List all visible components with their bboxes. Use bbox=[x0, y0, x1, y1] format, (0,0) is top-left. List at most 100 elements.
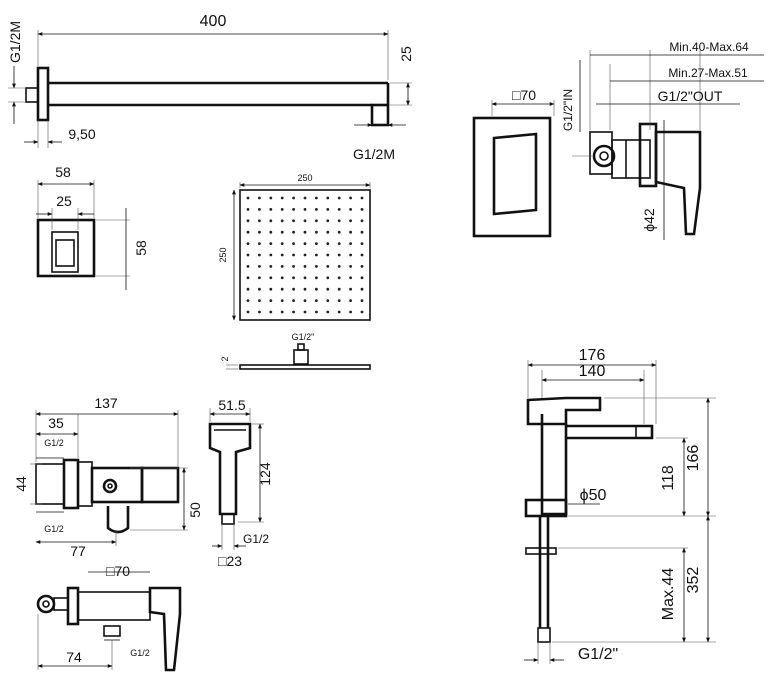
nozzle-dot bbox=[258, 299, 261, 302]
nozzle-dot bbox=[349, 253, 352, 257]
nozzle-dot bbox=[337, 265, 341, 268]
valve-diameter-label: ϕ42 bbox=[641, 208, 657, 232]
nozzle-dot bbox=[246, 287, 250, 291]
valve-thread-in-label: G1/2"IN bbox=[561, 89, 575, 131]
nozzle-dot bbox=[269, 196, 273, 200]
nozzle-dot bbox=[246, 299, 250, 302]
nozzle-dot bbox=[349, 230, 352, 234]
nozzle-dot bbox=[326, 310, 330, 314]
elbow-height-label: 44 bbox=[13, 476, 29, 492]
nozzle-dot bbox=[315, 299, 318, 302]
nozzle-dot bbox=[360, 265, 364, 268]
nozzle-dot bbox=[258, 219, 261, 223]
flange-height-label: 58 bbox=[133, 240, 149, 256]
nozzle-dot bbox=[337, 310, 341, 314]
nozzle-dot bbox=[280, 242, 284, 246]
nozzle-dot bbox=[246, 310, 250, 314]
nozzle-dot bbox=[280, 287, 284, 291]
nozzle-dot bbox=[315, 219, 318, 223]
basin-spout-height-label: 118 bbox=[660, 465, 677, 491]
nozzle-dot bbox=[292, 310, 295, 314]
basin-thread-label: G1/2" bbox=[578, 646, 618, 663]
nozzle-dot bbox=[280, 265, 284, 268]
hand-spray-drawing: 51.5 124 G1/2 □23 bbox=[208, 397, 273, 569]
nozzle-dot bbox=[326, 265, 330, 268]
flange-inner-label: 25 bbox=[56, 193, 72, 209]
nozzle-dot bbox=[303, 265, 307, 268]
nozzle-dot bbox=[292, 230, 295, 234]
nozzle-dot bbox=[349, 287, 352, 291]
nozzle-dot bbox=[360, 219, 364, 223]
nozzle-dot bbox=[315, 276, 318, 280]
nozzle-dot bbox=[303, 310, 307, 314]
arm-length-label: 400 bbox=[200, 13, 227, 30]
nozzle-dot bbox=[258, 242, 261, 246]
nozzle-dot bbox=[315, 208, 318, 211]
arm-offset-label: 9,50 bbox=[68, 126, 95, 142]
valve-thread-out-label: G1/2"OUT bbox=[658, 88, 723, 104]
mixer-thread-label: G1/2 bbox=[130, 648, 150, 658]
shower-mixer-drawing: □70 74 G1/2 bbox=[36, 563, 182, 672]
nozzle-dot bbox=[315, 265, 318, 268]
nozzle-dot bbox=[292, 208, 295, 211]
basin-total-height-label: 166 bbox=[685, 445, 702, 472]
nozzle-dot bbox=[326, 219, 330, 223]
nozzle-dot bbox=[246, 219, 250, 223]
nozzle-dot bbox=[258, 208, 261, 211]
nozzle-dot bbox=[337, 196, 341, 200]
nozzle-dot bbox=[292, 253, 295, 257]
nozzle-dot bbox=[269, 219, 273, 223]
valve-range2-label: Min.27-Max.51 bbox=[668, 66, 748, 80]
nozzle-dot bbox=[303, 299, 307, 302]
nozzle-dot bbox=[303, 208, 307, 211]
nozzle-dot bbox=[337, 208, 341, 211]
nozzle-dot bbox=[269, 299, 273, 302]
nozzle-dot bbox=[349, 310, 352, 314]
nozzle-dot bbox=[315, 242, 318, 246]
valve-square-label: □70 bbox=[512, 87, 536, 103]
nozzle-dot bbox=[258, 276, 261, 280]
elbow-length-label: 137 bbox=[94, 395, 118, 411]
elbow-b-label: 77 bbox=[70, 543, 86, 559]
nozzle-dot bbox=[360, 230, 364, 234]
nozzle-dot bbox=[292, 242, 295, 246]
spray-width-label: 51.5 bbox=[218, 397, 245, 413]
nozzle-dot bbox=[303, 242, 307, 246]
nozzle-dot bbox=[349, 265, 352, 268]
nozzle-dot bbox=[280, 299, 284, 302]
nozzle-dot bbox=[315, 253, 318, 257]
nozzle-dot bbox=[303, 196, 307, 200]
nozzle-dot bbox=[360, 242, 364, 246]
nozzle-dot bbox=[246, 242, 250, 246]
nozzle-dot bbox=[337, 230, 341, 234]
nozzle-dot bbox=[269, 276, 273, 280]
nozzle-dot bbox=[280, 230, 284, 234]
nozzle-dot bbox=[303, 219, 307, 223]
elbow-holder-label: 50 bbox=[187, 502, 203, 518]
nozzle-dot bbox=[360, 299, 364, 302]
nozzle-dot bbox=[349, 208, 352, 211]
elbow-thread2-label: G1/2 bbox=[44, 524, 64, 534]
nozzle-dot bbox=[360, 310, 364, 314]
nozzle-dot bbox=[349, 299, 352, 302]
nozzle-dot bbox=[360, 276, 364, 280]
arm-height-label: 25 bbox=[398, 46, 414, 62]
nozzle-dot bbox=[326, 287, 330, 291]
elbow-a-label: 35 bbox=[48, 415, 64, 431]
spray-length-label: 124 bbox=[257, 462, 273, 486]
nozzle-dot bbox=[280, 208, 284, 211]
arm-thread-top-label: G1/2M bbox=[7, 21, 23, 63]
nozzle-dot bbox=[292, 265, 295, 268]
nozzle-dot bbox=[326, 242, 330, 246]
nozzle-dot bbox=[292, 196, 295, 200]
nozzle-dot bbox=[258, 230, 261, 234]
mixer-square-label: □70 bbox=[106, 563, 130, 579]
nozzle-dot bbox=[360, 196, 364, 200]
arm-thread-bottom-label: G1/2M bbox=[353, 146, 395, 162]
spray-square-label: □23 bbox=[218, 553, 242, 569]
nozzle-dot bbox=[269, 287, 273, 291]
nozzle-dot bbox=[280, 219, 284, 223]
head-thread-label: G1/2" bbox=[292, 332, 315, 342]
nozzle-dot bbox=[246, 196, 250, 200]
shower-head-drawing: 250 250 2 G1/2" bbox=[218, 173, 371, 370]
